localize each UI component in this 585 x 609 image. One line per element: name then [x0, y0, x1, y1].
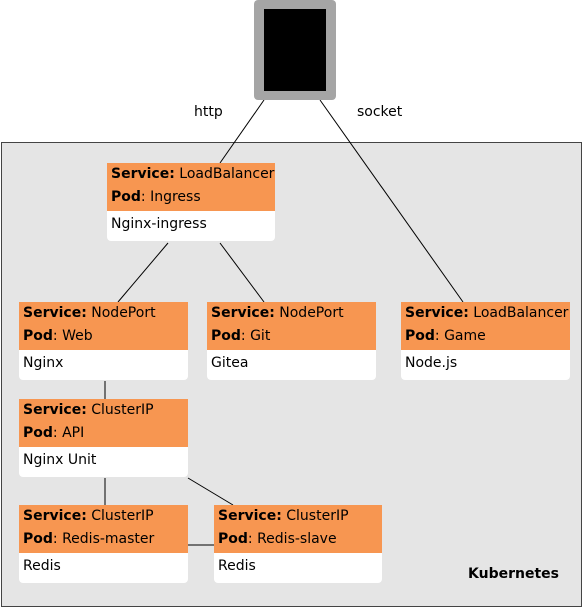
- service-key: Service:: [405, 305, 469, 321]
- edge-device-ingress: [219, 99, 265, 164]
- pod-key: Pod: [23, 328, 53, 344]
- node-web: Service: NodePort Pod: Web Nginx: [19, 302, 188, 380]
- pod-key: Pod: [218, 531, 248, 547]
- node-redis-master: Service: ClusterIP Pod: Redis-master Red…: [19, 505, 188, 583]
- node-app: Redis: [214, 553, 382, 583]
- pod-key: Pod: [23, 425, 53, 441]
- service-type: LoadBalancer: [473, 305, 569, 321]
- pod-name: Web: [62, 328, 93, 344]
- node-header: Service: LoadBalancer Pod: Game: [401, 302, 570, 350]
- service-key: Service:: [23, 508, 87, 524]
- device-screen: [264, 9, 326, 91]
- node-api: Service: ClusterIP Pod: API Nginx Unit: [19, 399, 188, 477]
- service-type: ClusterIP: [91, 402, 154, 418]
- node-app: Gitea: [207, 350, 376, 380]
- pod-key: Pod: [211, 328, 241, 344]
- node-header: Service: LoadBalancer Pod: Ingress: [107, 163, 275, 211]
- service-type: NodePort: [279, 305, 344, 321]
- node-header: Service: NodePort Pod: Git: [207, 302, 376, 350]
- node-redis-slave: Service: ClusterIP Pod: Redis-slave Redi…: [214, 505, 382, 583]
- service-type: LoadBalancer: [179, 166, 275, 182]
- edge-ingress-git: [219, 242, 265, 303]
- pod-name: Redis-master: [62, 531, 155, 547]
- node-header: Service: NodePort Pod: Web: [19, 302, 188, 350]
- node-game: Service: LoadBalancer Pod: Game Node.js: [401, 302, 570, 380]
- service-key: Service:: [218, 508, 282, 524]
- service-type: ClusterIP: [91, 508, 154, 524]
- node-app: Node.js: [401, 350, 570, 380]
- pod-key: Pod: [405, 328, 435, 344]
- pod-key: Pod: [23, 531, 53, 547]
- node-header: Service: ClusterIP Pod: Redis-master: [19, 505, 188, 553]
- edge-ingress-web: [117, 242, 169, 303]
- pod-name: Ingress: [150, 189, 201, 205]
- node-app: Nginx-ingress: [107, 211, 275, 241]
- node-app: Redis: [19, 553, 188, 583]
- pod-name: Redis-slave: [257, 531, 337, 547]
- pod-key: Pod: [111, 189, 141, 205]
- node-ingress: Service: LoadBalancer Pod: Ingress Nginx…: [107, 163, 275, 241]
- pod-name: Git: [250, 328, 271, 344]
- service-key: Service:: [23, 305, 87, 321]
- node-header: Service: ClusterIP Pod: API: [19, 399, 188, 447]
- service-key: Service:: [211, 305, 275, 321]
- client-device-icon: [254, 0, 336, 100]
- node-git: Service: NodePort Pod: Git Gitea: [207, 302, 376, 380]
- edge-api-redis-slave: [187, 477, 234, 506]
- service-type: ClusterIP: [286, 508, 349, 524]
- node-app: Nginx Unit: [19, 447, 188, 477]
- node-app: Nginx: [19, 350, 188, 380]
- cluster-label: Kubernetes: [468, 566, 559, 582]
- edge-device-game: [319, 99, 464, 303]
- service-key: Service:: [23, 402, 87, 418]
- node-header: Service: ClusterIP Pod: Redis-slave: [214, 505, 382, 553]
- pod-name: API: [62, 425, 85, 441]
- edge-label-http: http: [194, 104, 223, 120]
- edge-label-socket: socket: [357, 104, 403, 120]
- service-key: Service:: [111, 166, 175, 182]
- service-type: NodePort: [91, 305, 156, 321]
- pod-name: Game: [444, 328, 486, 344]
